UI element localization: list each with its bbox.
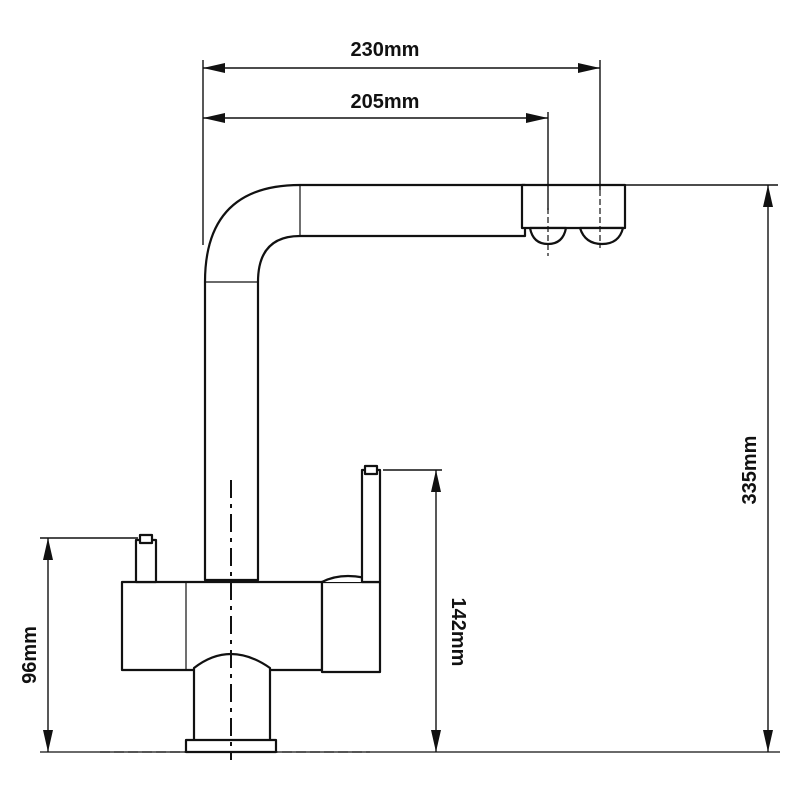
spout-head xyxy=(520,183,627,256)
left-lever xyxy=(134,533,158,584)
label-142mm: 142mm xyxy=(447,598,469,667)
spout xyxy=(203,183,527,582)
label-205mm: 205mm xyxy=(351,91,420,113)
label-230mm: 230mm xyxy=(351,39,420,61)
label-96mm: 96mm xyxy=(19,626,41,684)
dimension-205mm: 205mm xyxy=(203,91,549,210)
right-lever xyxy=(360,464,382,584)
dimension-335mm: 335mm xyxy=(625,184,778,752)
dimension-96mm: 96mm xyxy=(19,537,138,752)
dimension-142mm: 142mm xyxy=(383,469,469,752)
dimension-230mm: 230mm xyxy=(202,39,601,245)
faucet-body xyxy=(120,574,382,754)
label-335mm: 335mm xyxy=(739,436,761,505)
